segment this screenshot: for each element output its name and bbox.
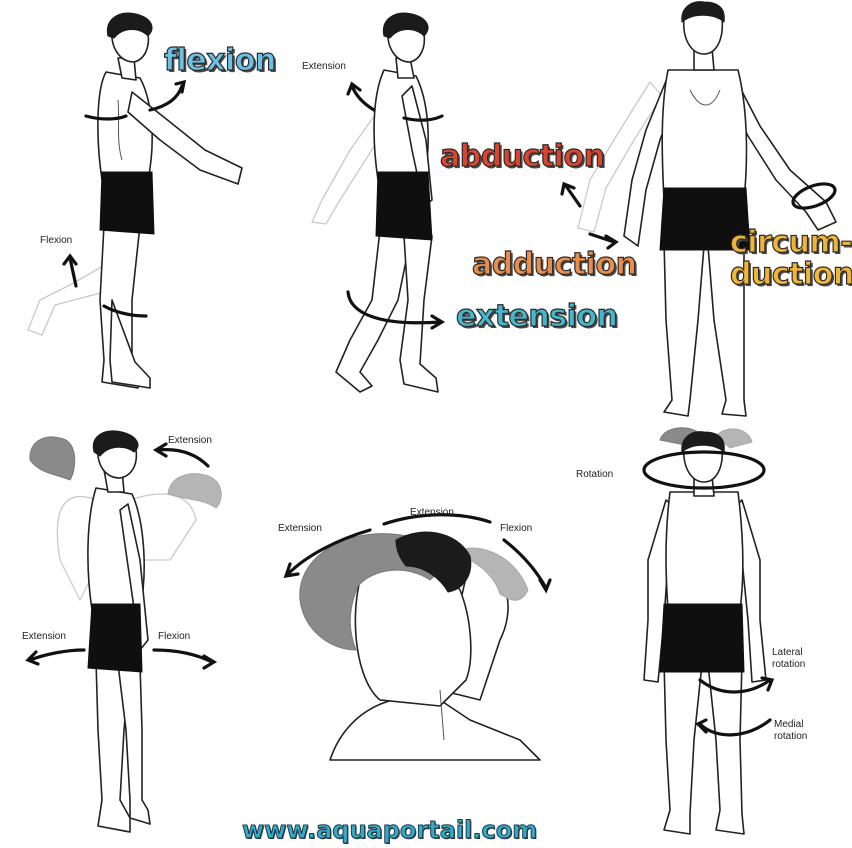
figure-abduction bbox=[578, 2, 836, 416]
figure-head bbox=[300, 532, 540, 760]
leg-flexion-arrow bbox=[64, 256, 76, 286]
label-circumduction-line2: duction bbox=[730, 260, 852, 290]
arm-flexion-arrow bbox=[150, 82, 184, 110]
label-circumduction-line1: circum- bbox=[730, 228, 852, 258]
label-flexion-big: flexion bbox=[164, 46, 276, 76]
label-lateral-rotation-1: Lateral bbox=[772, 648, 803, 658]
label-rotation: Rotation bbox=[576, 470, 613, 480]
label-head-extension-top: Extension bbox=[410, 508, 454, 518]
label-adduction-big: adduction bbox=[472, 250, 636, 280]
label-extension-big: extension bbox=[456, 302, 617, 332]
trunk-flexion-arrow bbox=[154, 650, 214, 668]
back-extension-arrow bbox=[156, 444, 208, 466]
label-abduction-big: abduction bbox=[440, 142, 604, 172]
label-arm-extension: Extension bbox=[302, 62, 346, 72]
label-trunk-flexion: Flexion bbox=[158, 632, 190, 642]
label-medial-rotation-1: Medial bbox=[774, 720, 803, 730]
label-back-extension: Extension bbox=[168, 436, 212, 446]
label-leg-flexion: Flexion bbox=[40, 236, 72, 246]
abduction-arrow bbox=[562, 184, 580, 206]
trunk-extension-arrow bbox=[28, 650, 84, 664]
label-lateral-rotation-2: rotation bbox=[772, 660, 805, 670]
label-trunk-extension: Extension bbox=[22, 632, 66, 642]
label-head-extension-left: Extension bbox=[278, 524, 322, 534]
arm-extension-arrow bbox=[348, 84, 374, 110]
label-medial-rotation-2: rotation bbox=[774, 732, 807, 742]
watermark-url: www.aquaportail.com bbox=[242, 818, 537, 842]
label-head-flexion: Flexion bbox=[500, 524, 532, 534]
adduction-arrow bbox=[590, 234, 616, 248]
